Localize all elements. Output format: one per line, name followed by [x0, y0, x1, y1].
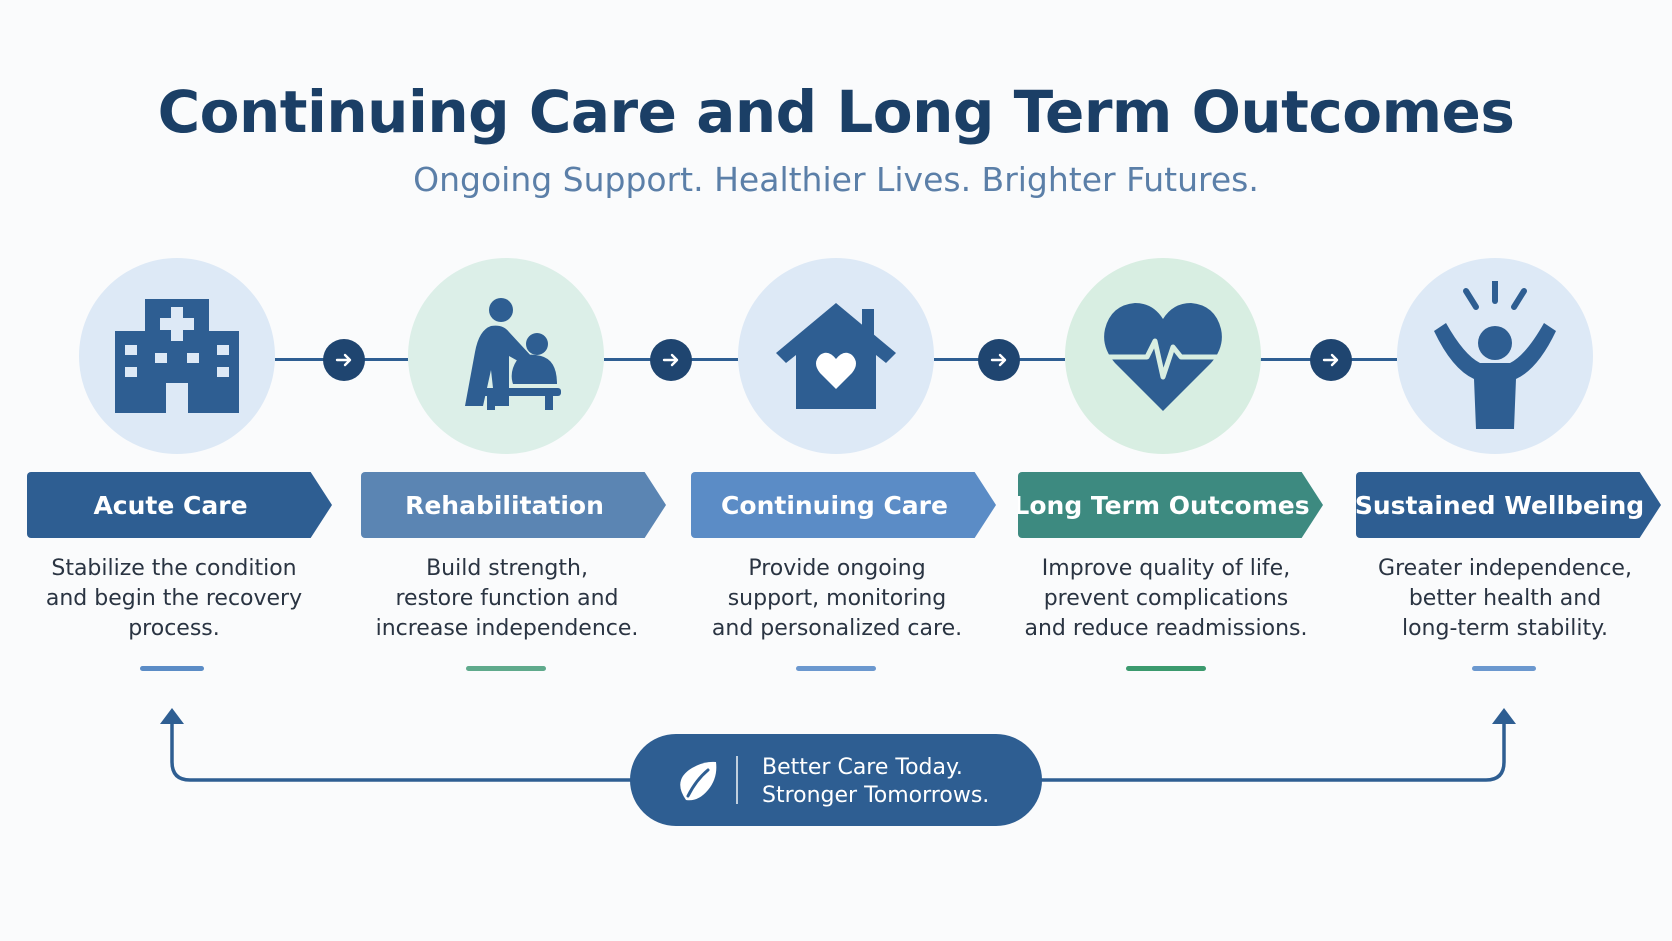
- description-line: and begin the recovery: [45, 586, 303, 611]
- arrow-up-icon-left: [160, 708, 184, 724]
- celebrating-person-icon: [1434, 281, 1556, 429]
- stage-label: Sustained Wellbeing: [1354, 490, 1645, 520]
- stage-banner-acute-care: Acute Care: [27, 472, 332, 538]
- stage-description-continuing-care: Provide ongoing support, monitoring and …: [687, 554, 987, 644]
- rehabilitation-icon: [465, 298, 561, 410]
- home-heart-icon: [776, 303, 896, 409]
- stage-banner-rehabilitation: Rehabilitation: [361, 472, 666, 538]
- description-line: Build strength,: [426, 556, 588, 581]
- arrow-up-icon-right: [1492, 708, 1516, 724]
- stage-circle-acute-care: [79, 258, 275, 454]
- description-line: better health and: [1408, 586, 1602, 611]
- stage-banner-sustained-wellbeing: Sustained Wellbeing: [1356, 472, 1661, 538]
- leaf-icon: [680, 761, 717, 801]
- stage-label: Acute Care: [93, 490, 248, 520]
- description-line: increase independence.: [375, 616, 639, 641]
- description-line: process.: [128, 616, 220, 641]
- stage-underline: [466, 666, 546, 671]
- stage-underline: [1126, 666, 1206, 671]
- description-line: support, monitoring: [727, 586, 947, 611]
- stage-banner-long-term-outcomes: Long Term Outcomes: [1018, 472, 1323, 538]
- arrow-right-icon: [990, 353, 1007, 367]
- page-title: Continuing Care and Long Term Outcomes: [157, 78, 1515, 146]
- heartbeat-icon: [1104, 303, 1222, 411]
- stage-label: Long Term Outcomes: [1013, 490, 1310, 520]
- description-line: Greater independence,: [1378, 556, 1632, 581]
- footer-message-pill: Better Care Today. Stronger Tomorrows.: [630, 734, 1042, 826]
- description-line: restore function and: [395, 586, 619, 611]
- footer-line-2: Stronger Tomorrows.: [762, 783, 990, 808]
- stage-description-acute-care: Stabilize the condition and begin the re…: [24, 554, 324, 644]
- stage-circle-sustained-wellbeing: [1397, 258, 1593, 454]
- stage-underline: [1472, 666, 1536, 671]
- description-line: Stabilize the condition: [51, 556, 297, 581]
- description-line: Improve quality of life,: [1041, 556, 1291, 581]
- stage-label: Rehabilitation: [405, 490, 604, 520]
- description-line: prevent complications: [1043, 586, 1289, 611]
- arrow-right-icon: [335, 353, 352, 367]
- description-line: and personalized care.: [711, 616, 963, 641]
- stage-description-long-term-outcomes: Improve quality of life, prevent complic…: [1016, 554, 1316, 644]
- stage-circle-continuing-care: [738, 258, 934, 454]
- arrow-node-1: [323, 339, 365, 381]
- stage-underline: [140, 666, 204, 671]
- stage-label: Continuing Care: [721, 490, 948, 520]
- arrow-right-icon: [1322, 353, 1339, 367]
- stage-description-rehabilitation: Build strength, restore function and inc…: [357, 554, 657, 644]
- stage-underline: [796, 666, 876, 671]
- stage-banner-continuing-care: Continuing Care: [691, 472, 996, 538]
- arrow-right-icon: [662, 353, 679, 367]
- description-line: long-term stability.: [1401, 616, 1609, 641]
- stage-circle-long-term-outcomes: [1065, 258, 1261, 454]
- description-line: Provide ongoing: [748, 556, 926, 581]
- page-subtitle: Ongoing Support. Healthier Lives. Bright…: [413, 160, 1259, 199]
- arrow-node-3: [978, 339, 1020, 381]
- arrow-node-4: [1310, 339, 1352, 381]
- description-line: and reduce readmissions.: [1024, 616, 1308, 641]
- hospital-icon: [115, 299, 239, 413]
- footer-line-1: Better Care Today.: [762, 755, 963, 780]
- stage-description-sustained-wellbeing: Greater independence, better health and …: [1355, 554, 1655, 644]
- stage-circle-rehabilitation: [408, 258, 604, 454]
- arrow-node-2: [650, 339, 692, 381]
- pill-divider: [736, 756, 738, 804]
